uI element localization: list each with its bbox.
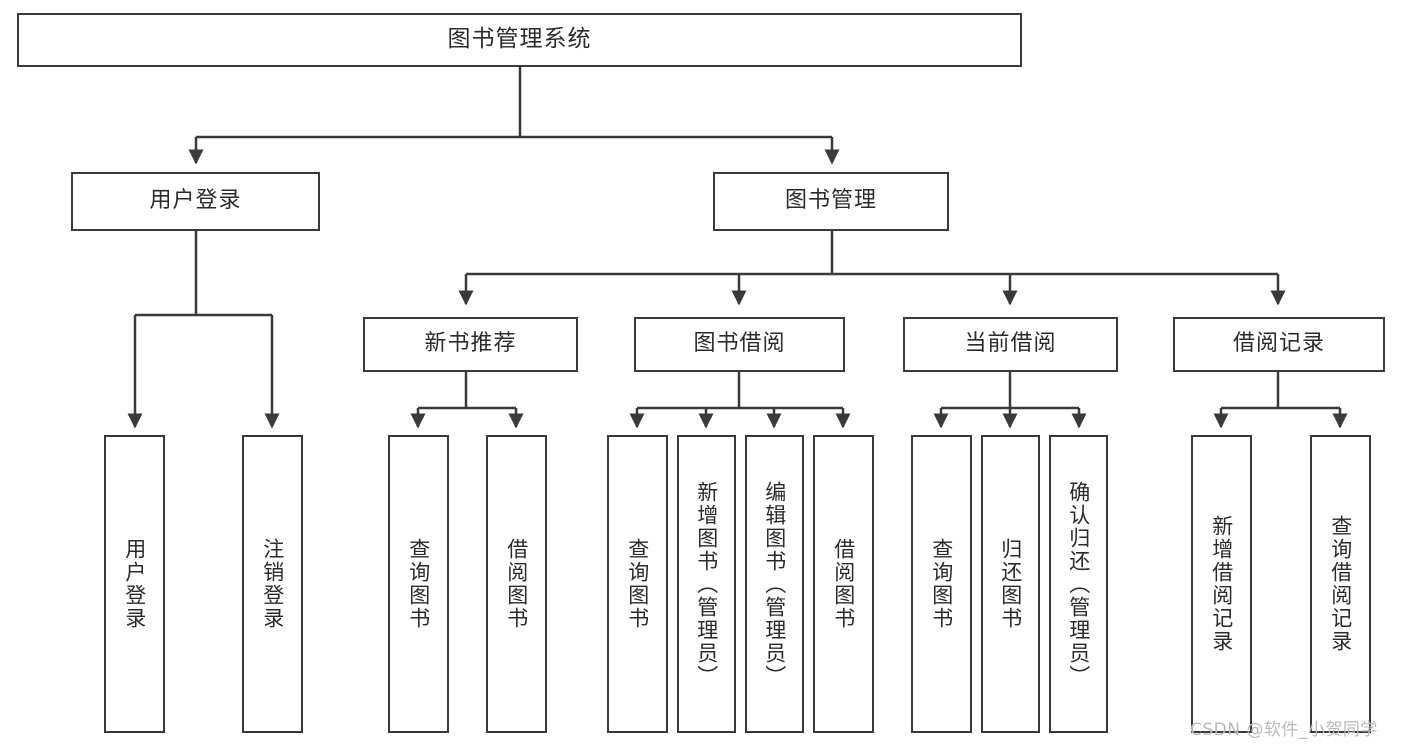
node-leaf-add-record[interactable]: 新增借阅记录 bbox=[1191, 435, 1252, 733]
node-book-management[interactable]: 图书管理 bbox=[713, 172, 949, 231]
node-label: 用户登录 bbox=[122, 538, 147, 630]
node-label: 确认归还（管理员） bbox=[1066, 480, 1091, 688]
node-current-borrow[interactable]: 当前借阅 bbox=[903, 317, 1118, 372]
node-leaf-user-login[interactable]: 用户登录 bbox=[104, 435, 165, 733]
node-new-book-recommend[interactable]: 新书推荐 bbox=[363, 317, 578, 372]
node-leaf-query-book-3[interactable]: 查询图书 bbox=[911, 435, 972, 733]
node-leaf-user-logout[interactable]: 注销登录 bbox=[242, 435, 303, 733]
node-leaf-edit-book[interactable]: 编辑图书（管理员） bbox=[745, 435, 804, 733]
node-label: 查询借阅记录 bbox=[1328, 515, 1353, 653]
node-leaf-query-book-2[interactable]: 查询图书 bbox=[607, 435, 668, 733]
node-leaf-add-book[interactable]: 新增图书（管理员） bbox=[677, 435, 736, 733]
node-root[interactable]: 图书管理系统 bbox=[17, 13, 1022, 67]
node-label: 查询图书 bbox=[406, 538, 431, 630]
node-leaf-query-book-1[interactable]: 查询图书 bbox=[388, 435, 449, 733]
node-book-borrow[interactable]: 图书借阅 bbox=[634, 317, 845, 372]
node-leaf-confirm-return[interactable]: 确认归还（管理员） bbox=[1049, 435, 1108, 733]
node-borrow-record[interactable]: 借阅记录 bbox=[1173, 317, 1385, 372]
node-leaf-borrow-book-2[interactable]: 借阅图书 bbox=[813, 435, 874, 733]
node-label: 编辑图书（管理员） bbox=[762, 480, 787, 688]
node-label: 新增图书（管理员） bbox=[694, 480, 719, 688]
node-leaf-query-record[interactable]: 查询借阅记录 bbox=[1310, 435, 1371, 733]
node-label: 注销登录 bbox=[260, 538, 285, 630]
node-leaf-borrow-book-1[interactable]: 借阅图书 bbox=[486, 435, 547, 733]
node-label: 查询图书 bbox=[929, 538, 954, 630]
node-user-login[interactable]: 用户登录 bbox=[71, 172, 320, 231]
node-label: 借阅图书 bbox=[504, 538, 529, 630]
node-label: 查询图书 bbox=[625, 538, 650, 630]
node-label: 新增借阅记录 bbox=[1209, 515, 1234, 653]
node-label: 归还图书 bbox=[998, 538, 1023, 630]
node-label: 借阅图书 bbox=[831, 538, 856, 630]
node-leaf-return-book[interactable]: 归还图书 bbox=[981, 435, 1040, 733]
